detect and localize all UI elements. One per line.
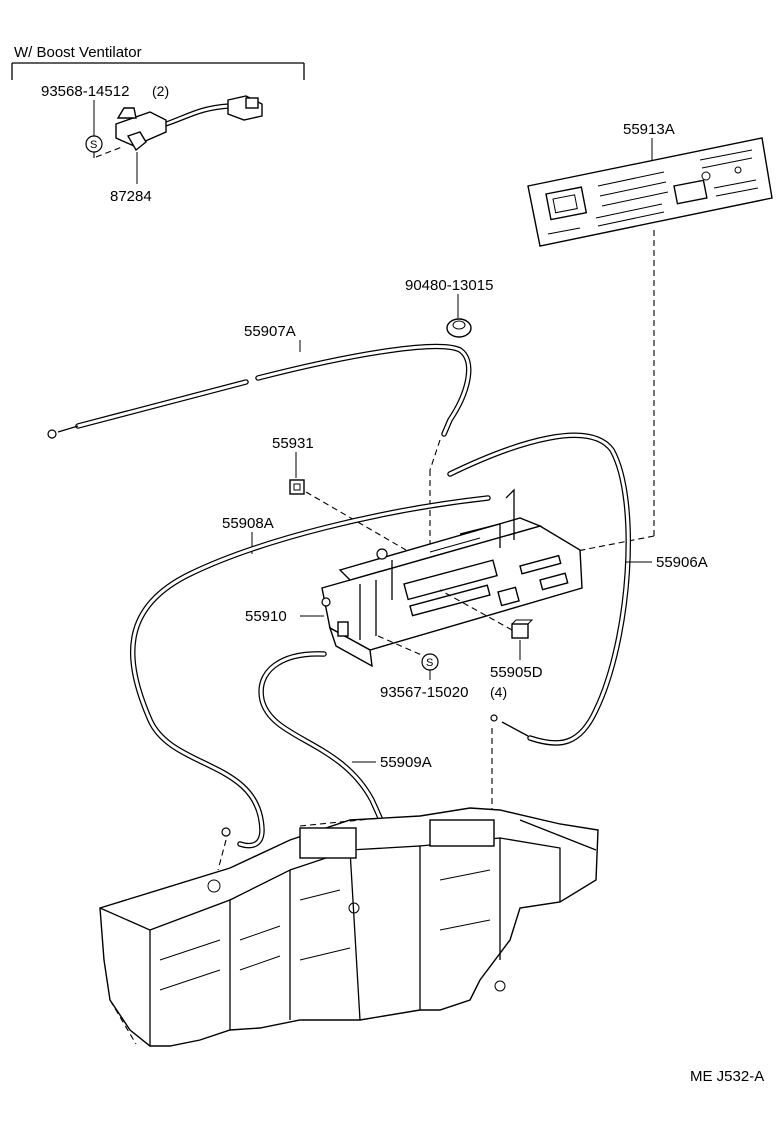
label-93567-15020: 93567-15020 bbox=[380, 684, 468, 701]
small-knob-part bbox=[511, 619, 534, 639]
clip-part bbox=[289, 479, 305, 495]
section-title: W/ Boost Ventilator bbox=[14, 44, 142, 61]
diagram-code: ME J532-A bbox=[690, 1068, 764, 1085]
label-87284: 87284 bbox=[110, 188, 152, 205]
cable-55908A bbox=[130, 495, 491, 849]
label-55913A: 55913A bbox=[623, 121, 675, 138]
label-55909A: 55909A bbox=[380, 754, 432, 771]
section-bracket bbox=[11, 62, 305, 80]
cable-55906A bbox=[447, 432, 631, 746]
heater-unit-part bbox=[99, 807, 599, 1047]
label-93567-15020-qty: (4) bbox=[490, 684, 507, 700]
boost-switch-part bbox=[115, 95, 263, 152]
knob-part bbox=[446, 318, 472, 338]
label-55931: 55931 bbox=[272, 435, 314, 452]
label-55907A: 55907A bbox=[244, 323, 296, 340]
label-55905D: 55905D bbox=[490, 664, 543, 681]
label-55908A: 55908A bbox=[222, 515, 274, 532]
label-90480-13015: 90480-13015 bbox=[405, 277, 493, 294]
svg-text:S: S bbox=[426, 657, 433, 669]
screw-symbol-icon: S bbox=[421, 653, 439, 671]
label-93568-14512: 93568-14512 bbox=[41, 83, 129, 100]
label-55906A: 55906A bbox=[656, 554, 708, 571]
label-93568-14512-qty: (2) bbox=[152, 83, 169, 99]
screw-symbol-icon: S bbox=[85, 135, 103, 153]
control-panel-part bbox=[527, 137, 773, 247]
svg-text:S: S bbox=[90, 139, 97, 151]
cable-55907A bbox=[47, 343, 472, 439]
label-55910: 55910 bbox=[245, 608, 287, 625]
heater-control-unit-part bbox=[321, 488, 583, 668]
